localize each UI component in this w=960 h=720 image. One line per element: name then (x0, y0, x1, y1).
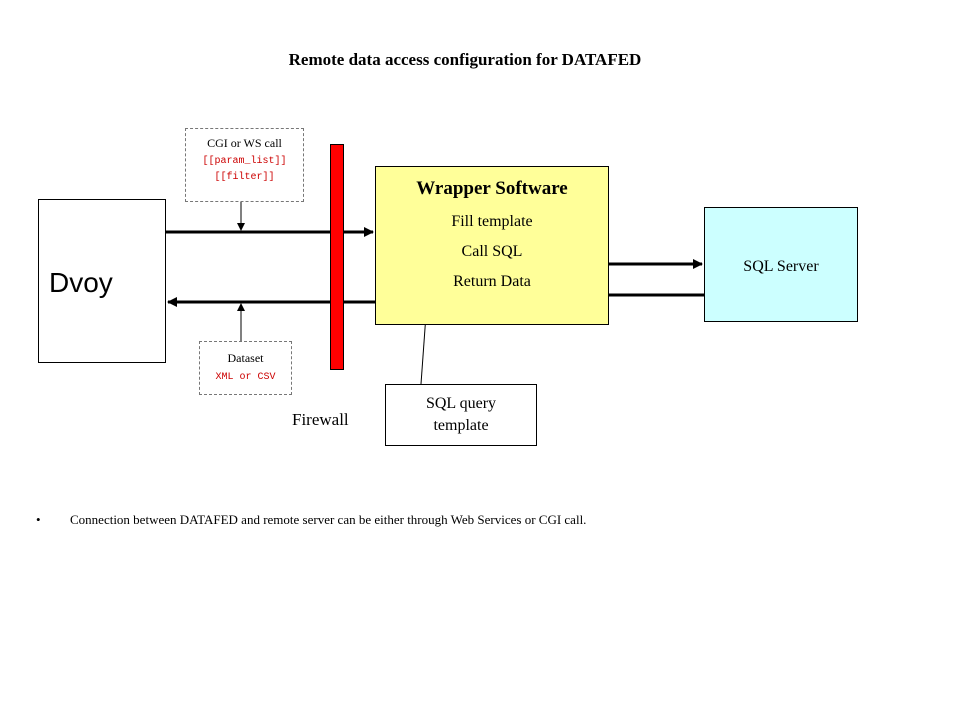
firewall-label: Firewall (292, 410, 349, 429)
wrapper-software-box: Wrapper Software Fill template Call SQL … (375, 166, 609, 325)
query-template-line-1: SQL query (425, 395, 497, 412)
sql-server-label: SQL Server (743, 258, 819, 275)
sql-query-template-box: SQL query template (385, 384, 537, 446)
wrapper-step-return-data: Return Data (453, 273, 531, 290)
note-list: • Connection between DATAFED and remote s… (36, 512, 586, 528)
page-title: Remote data access configuration for DAT… (288, 50, 642, 69)
note-text: Connection between DATAFED and remote se… (70, 512, 587, 527)
request-callout: CGI or WS call [[param_list]] [[filter]] (185, 128, 304, 202)
wrapper-step-call-sql: Call SQL (461, 243, 523, 260)
sql-server-box: SQL Server (704, 207, 858, 322)
request-filter: [[filter]] (214, 172, 275, 183)
firewall-bar (330, 144, 344, 370)
response-format: XML or CSV (215, 372, 276, 383)
request-param-list: [[param_list]] (202, 156, 287, 167)
wrapper-step-fill-template: Fill template (451, 213, 533, 230)
query-template-line-2: template (433, 417, 489, 434)
dvoy-label: Dvoy (49, 267, 113, 298)
response-callout-title: Dataset (227, 351, 264, 365)
wrapper-title: Wrapper Software (416, 178, 568, 199)
bullet-marker: • (36, 512, 41, 527)
response-callout: Dataset XML or CSV (199, 341, 292, 395)
request-callout-title: CGI or WS call (207, 136, 282, 150)
dvoy-box: Dvoy (38, 199, 166, 363)
